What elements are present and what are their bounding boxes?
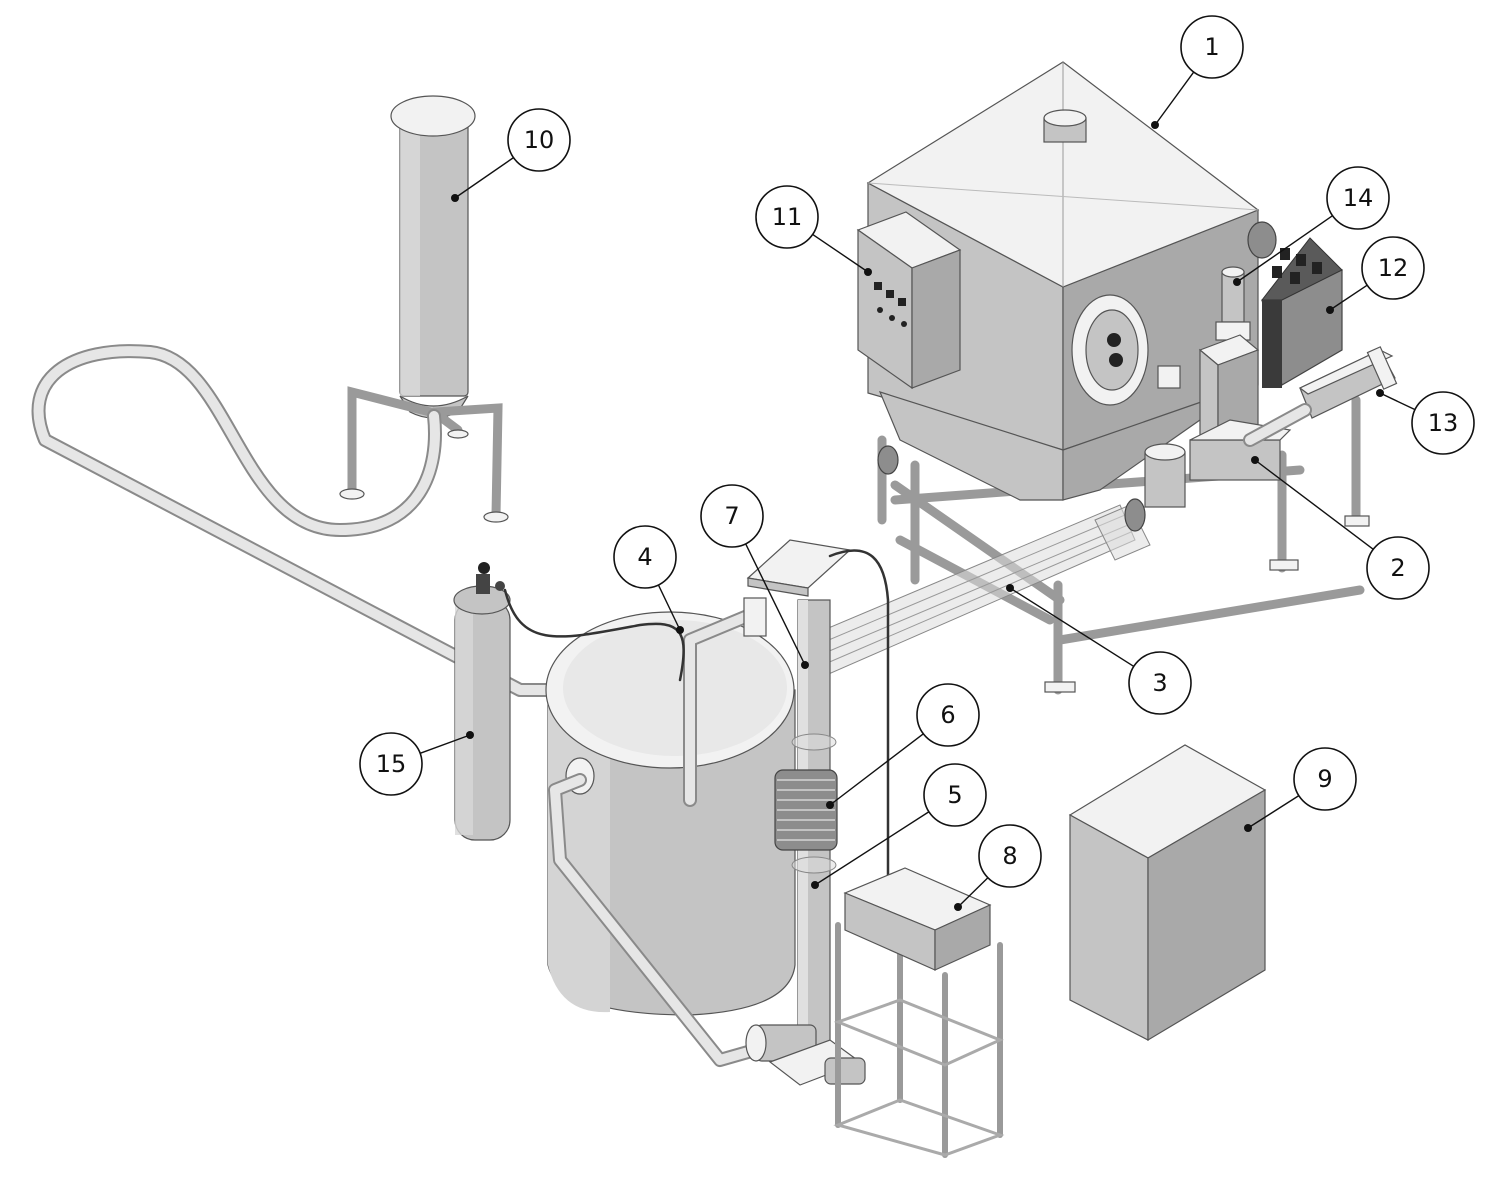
callout-1: 1	[1151, 15, 1244, 129]
callout-leader	[957, 877, 989, 908]
callout-dot	[676, 626, 684, 634]
callout-leader	[1247, 795, 1300, 829]
callout-number: 11	[772, 203, 803, 231]
callout-2: 2	[1251, 456, 1430, 600]
callout-number: 3	[1152, 669, 1167, 697]
callout-dot	[1151, 121, 1159, 129]
callout-6: 6	[826, 683, 980, 809]
callout-badge	[613, 525, 677, 589]
callout-7: 7	[700, 484, 809, 669]
callout-dot	[801, 661, 809, 669]
callout-number: 12	[1378, 254, 1409, 282]
callout-number: 9	[1317, 765, 1332, 793]
callout-dot	[1376, 389, 1384, 397]
callout-badge	[1411, 391, 1475, 455]
hydraulic-cylinder	[1243, 346, 1398, 447]
callout-dot	[954, 903, 962, 911]
power-cabinet	[1068, 744, 1267, 1042]
callout-leader	[745, 543, 806, 666]
callout-9: 9	[1244, 747, 1357, 832]
callout-dot	[1251, 456, 1259, 464]
callout-leader	[829, 733, 924, 806]
callout-badge	[1366, 536, 1430, 600]
callout-badge	[1128, 651, 1192, 715]
callout-number: 6	[940, 701, 955, 729]
callout-badge	[1180, 15, 1244, 79]
callout-13: 13	[1376, 389, 1475, 455]
callout-number: 8	[1002, 842, 1017, 870]
motor	[877, 443, 1186, 508]
callout-badge	[1361, 236, 1425, 300]
callout-dot	[864, 268, 872, 276]
callout-dot	[1006, 584, 1014, 592]
callout-dot	[466, 731, 474, 739]
callout-dot	[1233, 278, 1241, 286]
callout-4: 4	[613, 525, 684, 634]
callout-number: 10	[524, 126, 555, 154]
callout-dot	[1326, 306, 1334, 314]
callout-dot	[811, 881, 819, 889]
callout-number: 14	[1343, 184, 1374, 212]
callout-11: 11	[755, 185, 872, 276]
gas-cylinder	[453, 562, 685, 841]
battery-pack	[1247, 221, 1343, 388]
callout-leader	[1236, 215, 1333, 283]
return-pipe	[31, 344, 567, 697]
callout-leader	[1329, 284, 1368, 311]
vertical-tube	[745, 539, 890, 1086]
callout-badge	[507, 108, 571, 172]
callout-leader	[1009, 587, 1135, 668]
callout-leader	[1154, 71, 1195, 126]
callout-number: 4	[637, 543, 652, 571]
vertical-column	[339, 95, 509, 523]
callout-number: 1	[1204, 33, 1219, 61]
callout-badge	[916, 683, 980, 747]
callout-badge	[1326, 166, 1390, 230]
shelf-unit	[833, 867, 1005, 1158]
control-cabinet	[856, 211, 962, 390]
callout-leader	[1379, 392, 1416, 411]
callout-15: 15	[359, 731, 474, 796]
callout-leader	[419, 734, 471, 754]
callout-3: 3	[1006, 584, 1192, 715]
callout-leader	[1254, 459, 1374, 550]
callout-leader	[814, 811, 930, 886]
callout-badge	[700, 484, 764, 548]
callout-number: 2	[1390, 554, 1405, 582]
callout-badge	[923, 763, 987, 827]
collection-tank	[545, 597, 796, 1067]
callout-leader	[454, 157, 514, 199]
callout-number: 13	[1428, 409, 1459, 437]
callout-dot	[451, 194, 459, 202]
callout-leader	[657, 584, 681, 631]
callout-badge	[755, 185, 819, 249]
callout-badge	[978, 824, 1042, 888]
callout-14: 14	[1233, 166, 1390, 286]
callout-dot	[1244, 824, 1252, 832]
callout-5: 5	[811, 763, 987, 889]
callout-number: 5	[947, 781, 962, 809]
callout-10: 10	[451, 108, 571, 202]
callout-8: 8	[954, 824, 1042, 911]
callout-12: 12	[1326, 236, 1425, 314]
callout-leader	[812, 233, 869, 273]
drive-block	[1189, 334, 1292, 481]
tube-reactor	[799, 498, 1151, 681]
callout-dot	[826, 801, 834, 809]
callout-number: 15	[376, 750, 407, 778]
callout-badge	[1293, 747, 1357, 811]
callout-badge	[359, 732, 423, 796]
callout-number: 7	[724, 502, 739, 530]
